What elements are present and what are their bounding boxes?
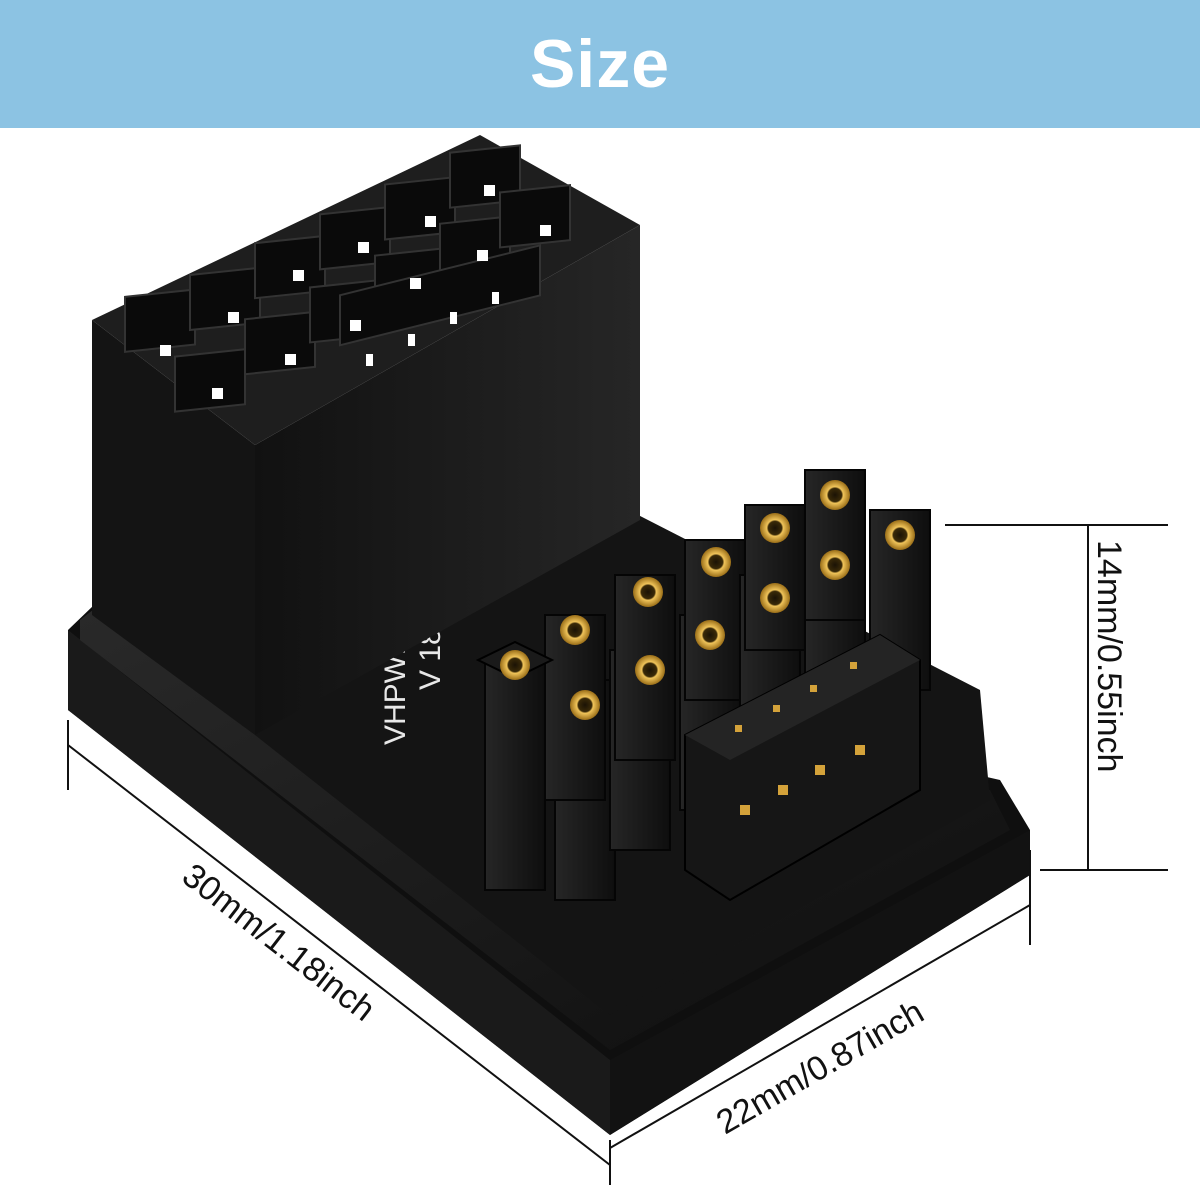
dimension-lines <box>67 524 1168 1185</box>
height-dimension-label: 14mm/0.55inch <box>1090 540 1128 772</box>
title-banner: Size <box>0 0 1200 128</box>
pin-sockets-top <box>124 144 571 413</box>
connector-block-16pin <box>92 135 640 735</box>
pin-header-posts <box>475 469 931 901</box>
banner-title: Size <box>529 26 671 102</box>
sense-pin-header <box>684 633 921 902</box>
